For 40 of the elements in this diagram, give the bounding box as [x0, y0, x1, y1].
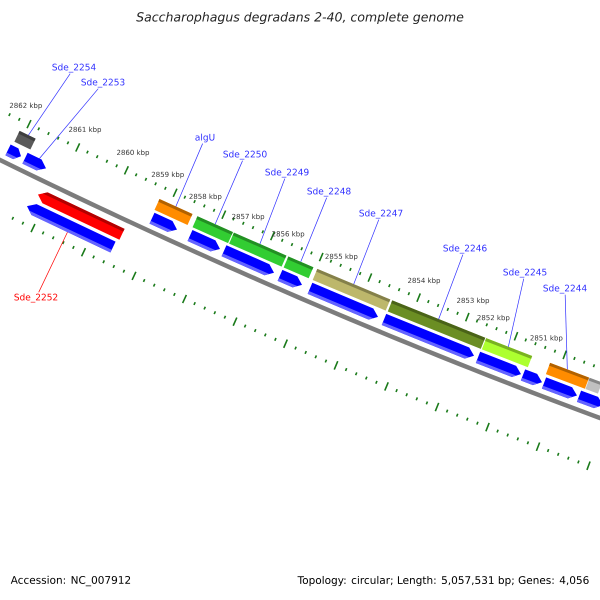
gene-label: algU [195, 134, 214, 142]
gene-block [520, 369, 542, 386]
gene-block [308, 282, 378, 320]
gene-bar [14, 130, 36, 150]
gene-block [576, 390, 600, 408]
title: Saccharophagus degradans 2-40, complete genome [136, 12, 464, 24]
gene-block [542, 377, 577, 398]
leader-line [508, 278, 524, 348]
gene-label: Sde_2253 [81, 78, 124, 88]
gene-label: Sde_2247 [359, 210, 402, 218]
gene-bar [585, 378, 600, 394]
footer-text: Topology: circular; Length: 5,057,531 bp; Genes: 4,056 [298, 576, 589, 586]
leader-line [564, 294, 568, 370]
gene-block [382, 314, 474, 359]
gene-block [222, 245, 274, 276]
gene-block [188, 230, 220, 252]
gene-label: Sde_2249 [265, 168, 309, 178]
gene-block [476, 352, 521, 378]
gene-block [150, 212, 177, 232]
leader-line [260, 178, 286, 244]
gene-label: Sde_2254 [52, 64, 96, 72]
leader-line [176, 143, 203, 207]
gene-label: Sde_2245 [503, 268, 546, 278]
gene-label: Sde_2244 [543, 284, 587, 294]
gene-label: Sde_2252 [14, 294, 58, 302]
leader-line [214, 160, 243, 225]
gene-block [278, 270, 302, 288]
gene-label: Sde_2250 [223, 150, 267, 160]
leader-line [39, 88, 99, 159]
gene-block [22, 152, 46, 170]
footer-text: Accession: NC_007912 [10, 576, 130, 586]
gene-label: Sde_2248 [307, 188, 351, 196]
gene-block [5, 144, 21, 160]
leader-line [38, 232, 68, 293]
leader-line [300, 197, 328, 262]
leader-line [438, 254, 464, 320]
leader-line [28, 73, 70, 136]
gene-block [38, 192, 125, 240]
leader-line [353, 219, 380, 285]
gene-label: Sde_2246 [443, 244, 487, 254]
